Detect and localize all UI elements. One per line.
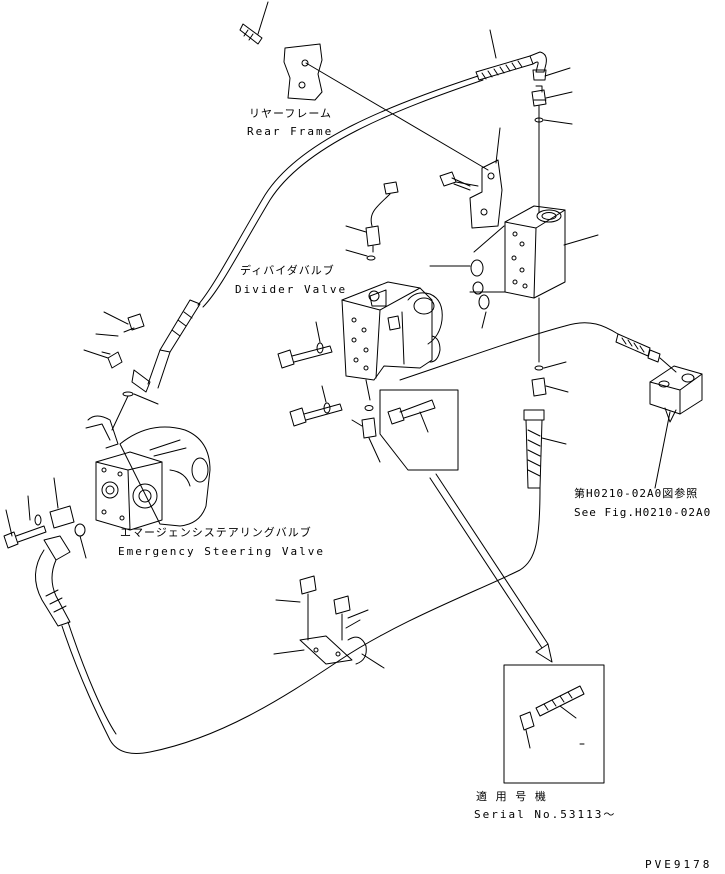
elbow-fitting-top bbox=[531, 85, 573, 213]
divider-bottom-fitting bbox=[351, 405, 381, 463]
valve-bracket bbox=[439, 127, 503, 229]
divider-valve-label-jp: ディバイダバルブ bbox=[240, 264, 335, 277]
hose-clamp-assembly bbox=[273, 575, 385, 669]
see-fig-label-en: See Fig.H0210-02A0 bbox=[574, 506, 712, 519]
rear-frame-bolt bbox=[239, 1, 269, 45]
rear-frame-label-jp: リヤーフレーム bbox=[249, 107, 333, 120]
rear-frame-label-en: Rear Frame bbox=[247, 125, 334, 138]
connecting-o-rings bbox=[429, 225, 506, 329]
detail-arrow bbox=[429, 473, 553, 663]
see-fig-block bbox=[649, 365, 703, 489]
manifold-block bbox=[504, 205, 599, 299]
right-lower-fittings bbox=[523, 297, 569, 489]
see-fig-label-jp: 第H0210-02A0図参照 bbox=[574, 487, 699, 500]
emergency-valve-label-jp: エマージェンシステアリングバルブ bbox=[120, 526, 312, 539]
serial-detail-box bbox=[503, 664, 605, 784]
detail-box bbox=[379, 389, 459, 471]
upper-hose bbox=[197, 29, 571, 308]
lower-left-hose bbox=[35, 487, 541, 754]
rear-frame-plate bbox=[283, 43, 489, 171]
emergency-valve-label-en: Emergency Steering Valve bbox=[118, 545, 325, 558]
emergency-steering-valve bbox=[85, 415, 211, 531]
lower-left-bolts bbox=[3, 477, 87, 559]
divider-mount-bolts bbox=[277, 321, 343, 427]
emergency-valve-small-parts bbox=[83, 299, 201, 431]
see-fig-hose bbox=[399, 322, 677, 381]
divider-valve-label-en: Divider Valve bbox=[235, 283, 348, 296]
divider-valve bbox=[341, 281, 443, 401]
drawing-code: PVE9178 bbox=[645, 858, 713, 871]
pressure-sensor bbox=[345, 181, 399, 261]
serial-label-jp: 適 用 号 機 bbox=[476, 790, 547, 803]
serial-label-en: Serial No.53113～ bbox=[474, 808, 617, 821]
